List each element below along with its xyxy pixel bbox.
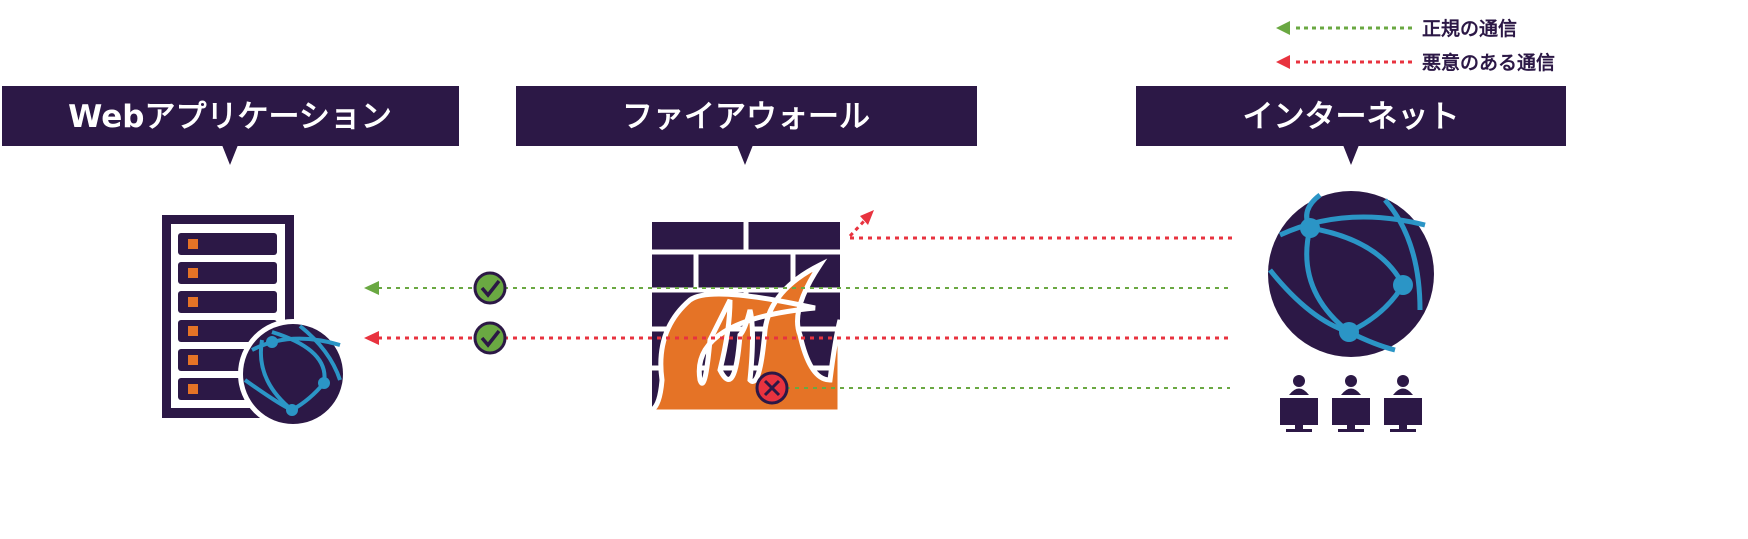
arrow-deflect-icon bbox=[860, 210, 874, 225]
internet-label: インターネット bbox=[1243, 99, 1460, 135]
header-webapp: Webアプリケーション bbox=[2, 86, 459, 165]
header-firewall: ファイアウォール bbox=[516, 86, 977, 165]
deflected-line bbox=[848, 217, 868, 238]
small-globe-icon bbox=[238, 319, 348, 429]
firewall-label: ファイアウォール bbox=[622, 99, 870, 135]
legend: 正規の通信 悪意のある通信 bbox=[1276, 17, 1555, 74]
user-computer-icon bbox=[1384, 375, 1422, 432]
blocked-x-icon bbox=[755, 371, 789, 405]
firewall-icon bbox=[649, 222, 843, 415]
globe-icon bbox=[1268, 191, 1434, 357]
arrow-left-icon bbox=[1276, 55, 1290, 69]
users-icon bbox=[1280, 375, 1422, 432]
check-icon bbox=[473, 271, 507, 305]
header-internet: インターネット bbox=[1136, 86, 1566, 165]
traffic-lines bbox=[364, 210, 1232, 389]
legend-label-legit: 正規の通信 bbox=[1422, 17, 1517, 40]
legend-malicious: 悪意のある通信 bbox=[1276, 51, 1555, 74]
check-icon bbox=[473, 321, 507, 355]
webapp-label: Webアプリケーション bbox=[68, 99, 392, 135]
legend-label-malicious: 悪意のある通信 bbox=[1422, 51, 1555, 74]
user-computer-icon bbox=[1332, 375, 1370, 432]
arrow-left-icon bbox=[364, 281, 379, 295]
legend-legit: 正規の通信 bbox=[1276, 17, 1517, 40]
arrow-left-icon bbox=[364, 331, 379, 345]
user-computer-icon bbox=[1280, 375, 1318, 432]
arrow-left-icon bbox=[1276, 21, 1290, 35]
